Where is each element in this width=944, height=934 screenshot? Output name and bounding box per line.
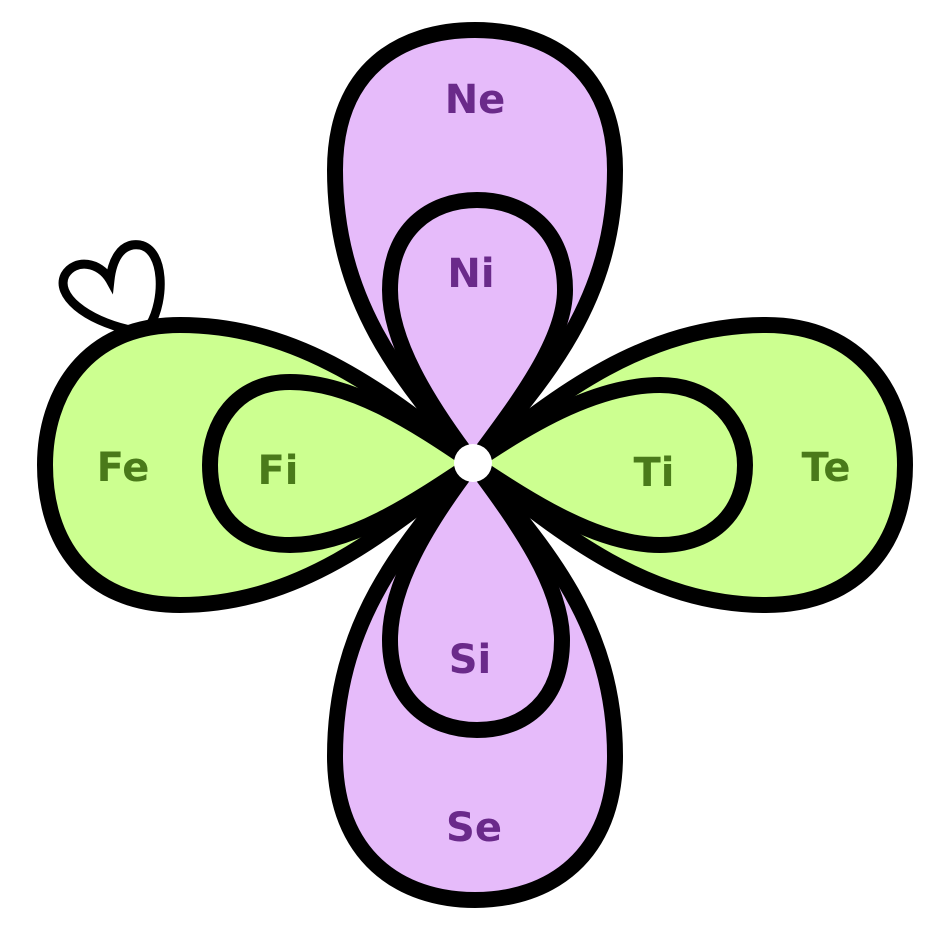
label-ti: Ti [634,450,675,496]
lobe-fi [202,374,481,553]
label-fe: Fe [97,445,150,491]
label-fi: Fi [257,448,298,494]
lobe-si [382,455,570,738]
label-se: Se [446,805,502,851]
lobe-ni [382,192,573,471]
lobe-ti [465,377,753,553]
label-ni: Ni [447,251,494,297]
label-te: Te [801,445,850,491]
heart-icon [58,240,165,336]
center-dot [454,444,492,482]
label-ne: Ne [445,77,506,123]
label-si: Si [449,637,492,683]
